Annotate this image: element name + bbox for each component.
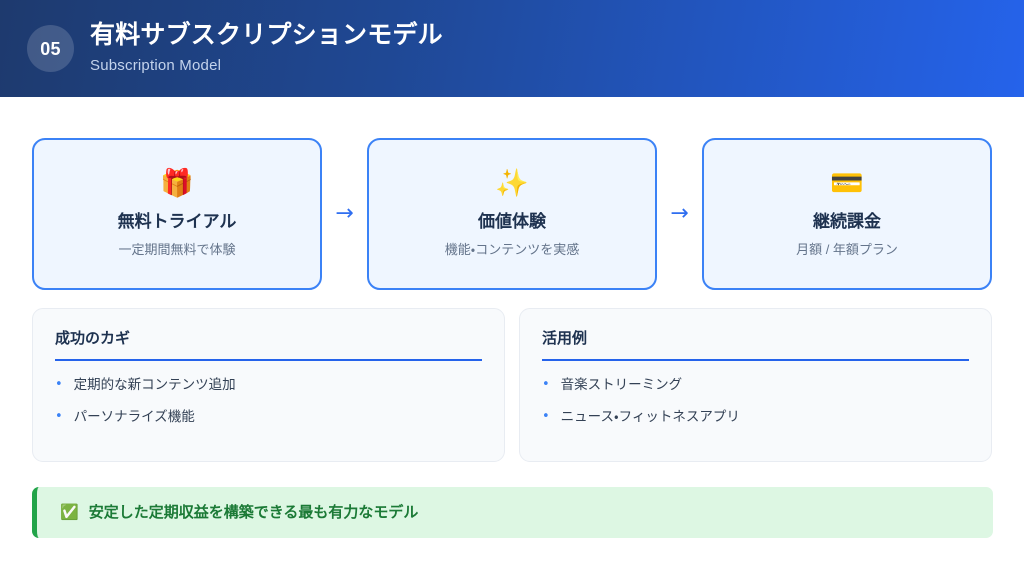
panel-underline <box>542 359 969 361</box>
list-item: • 定期的な新コンテンツ追加 <box>55 376 482 394</box>
header-text-group: 有料サブスクリプションモデル Subscription Model <box>90 20 443 76</box>
list-item-label: パーソナライズ機能 <box>73 409 195 425</box>
list-item: • 音楽ストリーミング <box>542 376 969 394</box>
flow-card-description: 機能・コンテンツを実感 <box>444 241 580 257</box>
page-subtitle: Subscription Model <box>90 56 222 74</box>
section-number-badge: 05 <box>27 25 74 72</box>
panel-success-keys: 成功のカギ • 定期的な新コンテンツ追加 • パーソナライズ機能 <box>32 308 505 462</box>
list-item-label: ニュース・フィットネスアプリ <box>560 409 740 425</box>
credit-card-emoji: 💳 <box>830 167 864 199</box>
panel-list: • 定期的な新コンテンツ追加 • パーソナライズ機能 <box>55 376 482 426</box>
bullet-icon: • <box>542 409 550 425</box>
bullet-icon: • <box>542 377 550 392</box>
panel-title: 成功のカギ <box>55 330 131 347</box>
section-number: 05 <box>40 38 61 59</box>
flow-card-title: 継続課金 <box>813 211 881 231</box>
panel-list: • 音楽ストリーミング • ニュース・フィットネスアプリ <box>542 376 969 426</box>
info-panels-row: 成功のカギ • 定期的な新コンテンツ追加 • パーソナライズ機能 活用例 • 音… <box>32 308 992 462</box>
summary-banner-text: 安定した定期収益を構築できる最も有力なモデル <box>88 503 419 521</box>
flow-card-title: 価値体験 <box>478 211 546 231</box>
list-item: • ニュース・フィットネスアプリ <box>542 408 969 426</box>
panel-underline <box>55 359 482 361</box>
list-item-label: 定期的な新コンテンツ追加 <box>73 377 236 392</box>
flow-card-recurring-billing[interactable]: 💳 継続課金 月額 / 年額プラン <box>702 138 992 290</box>
panel-use-cases: 活用例 • 音楽ストリーミング • ニュース・フィットネスアプリ <box>519 308 992 462</box>
summary-banner: ✅ 安定した定期収益を構築できる最も有力なモデル <box>32 487 993 538</box>
flow-card-free-trial[interactable]: 🎁 無料トライアル 一定期間無料で体験 <box>32 138 322 290</box>
flow-row: 🎁 無料トライアル 一定期間無料で体験 → ✨ 価値体験 機能・コンテンツを実感… <box>32 138 992 290</box>
flow-card-description: 月額 / 年額プラン <box>796 241 898 257</box>
gift-emoji: 🎁 <box>160 167 194 199</box>
flow-card-value-experience[interactable]: ✨ 価値体験 機能・コンテンツを実感 <box>367 138 657 290</box>
flow-arrow-icon-1: → <box>335 201 354 226</box>
flow-card-description: 一定期間無料で体験 <box>118 241 236 257</box>
panel-title: 活用例 <box>542 330 588 347</box>
check-mark-button-emoji: ✅ <box>60 503 79 521</box>
page-title: 有料サブスクリプションモデル <box>90 20 443 49</box>
list-item: • パーソナライズ機能 <box>55 408 482 426</box>
flow-arrow-icon-2: → <box>670 201 689 226</box>
bullet-icon: • <box>55 377 63 392</box>
sparkles-emoji: ✨ <box>495 167 529 199</box>
list-item-label: 音楽ストリーミング <box>560 377 683 392</box>
bullet-icon: • <box>55 409 63 425</box>
slide-header: 05 有料サブスクリプションモデル Subscription Model <box>0 0 1024 97</box>
flow-card-title: 無料トライアル <box>117 211 237 231</box>
